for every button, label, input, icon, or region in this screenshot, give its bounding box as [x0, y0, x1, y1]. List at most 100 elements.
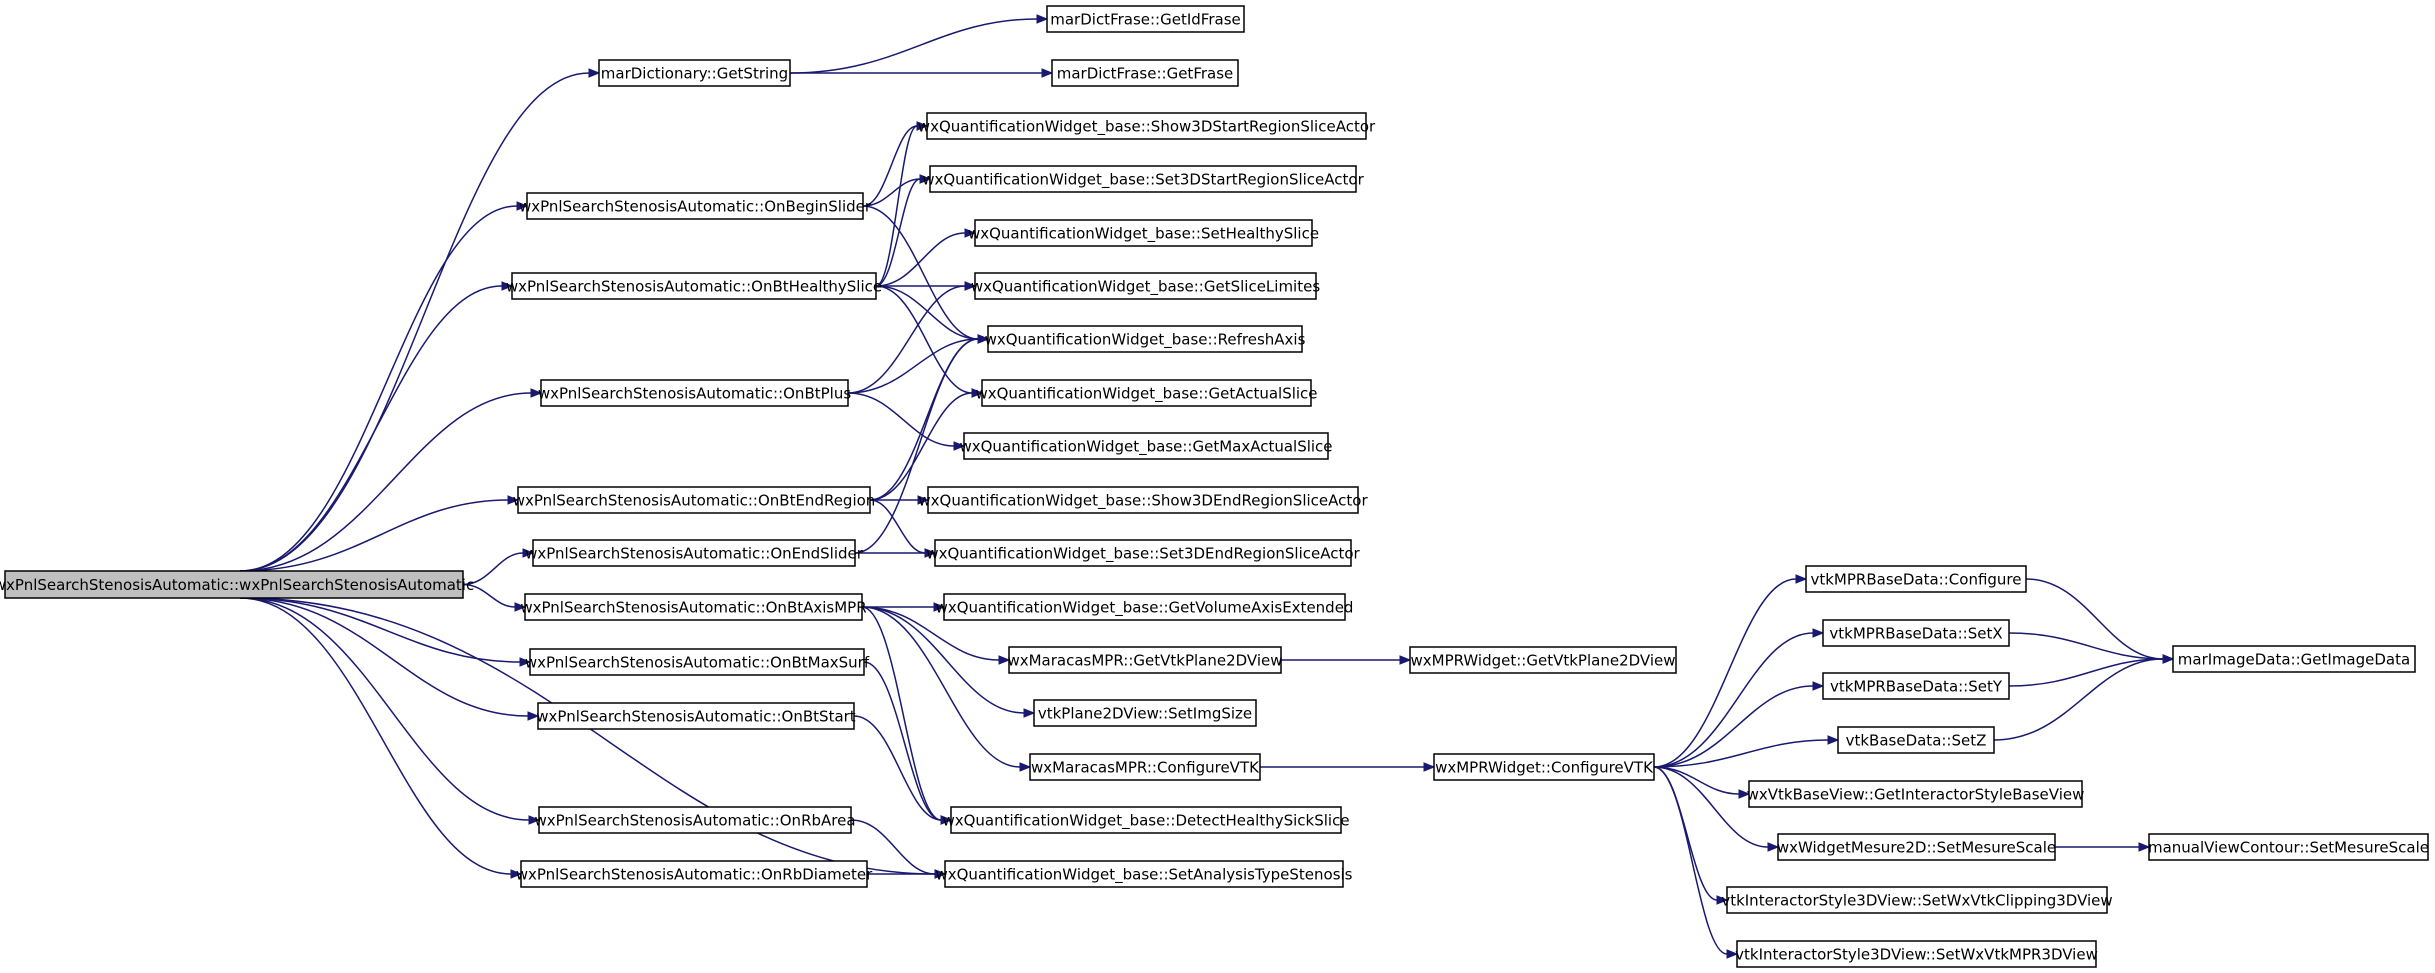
edge-mprconfigurevtk-to-mprsetx: [1653, 628, 1825, 768]
node-show3dend[interactable]: wxQuantificationWidget_base::Show3DEndRe…: [918, 486, 1368, 514]
node-box: [532, 539, 856, 567]
node-mprconfigurevtk[interactable]: wxMPRWidget::ConfigureVTK: [1433, 753, 1655, 781]
edge-setmesurescale-to-manualsetmesure: [2055, 842, 2151, 852]
node-refreshaxis[interactable]: wxQuantificationWidget_base::RefreshAxis: [985, 325, 1306, 353]
node-box: [511, 272, 877, 300]
edge-root-to-onbtaxismpr: [462, 583, 527, 612]
node-mprsety[interactable]: vtkMPRBaseData::SetY: [1822, 672, 2010, 700]
node-label: wxQuantificationWidget_base::RefreshAxis: [985, 331, 1306, 350]
edge-mprconfigure-to-getimagedata: [2025, 578, 2175, 664]
node-onbtmaxsurf[interactable]: wxPnlSearchStenosisAutomatic::OnBtMaxSur…: [525, 648, 870, 676]
node-getvolumeaxis[interactable]: wxQuantificationWidget_base::GetVolumeAx…: [936, 593, 1354, 621]
node-box: [1736, 940, 2097, 968]
node-box: [1008, 646, 1282, 674]
node-getfrase[interactable]: marDictFrase::GetFrase: [1051, 59, 1239, 87]
edge-root-to-onbtmaxsurf: [239, 597, 532, 667]
edge-root-to-onrbarea: [239, 597, 541, 825]
node-label: vtkBaseData::SetZ: [1846, 732, 1987, 750]
node-onrbarea[interactable]: wxPnlSearchStenosisAutomatic::OnRbArea: [534, 806, 856, 834]
node-onbthealthy[interactable]: wxPnlSearchStenosisAutomatic::OnBtHealth…: [506, 272, 882, 300]
node-box: [1777, 833, 2056, 861]
node-sethealthy[interactable]: wxQuantificationWidget_base::SetHealthyS…: [968, 219, 1319, 247]
node-set3dend[interactable]: wxQuantificationWidget_base::Set3DEndReg…: [926, 539, 1361, 567]
node-show3dstart[interactable]: wxQuantificationWidget_base::Show3DStart…: [918, 112, 1376, 140]
node-box: [540, 379, 849, 407]
node-label: wxMaracasMPR::GetVtkPlane2DView: [1007, 652, 1282, 670]
node-setmpr3d[interactable]: vtkInteractorStyle3DView::SetWxVtkMPR3DV…: [1735, 940, 2098, 968]
edge-getstring-to-getfrase: [790, 68, 1054, 78]
edge-onbtmaxsurf-to-detecthealthy: [863, 661, 953, 825]
node-manualsetmesure[interactable]: manualViewContour::SetMesureScale: [2148, 833, 2429, 861]
node-basesetz[interactable]: vtkBaseData::SetZ: [1837, 726, 1995, 754]
node-box: [2172, 645, 2416, 673]
node-getinteractor[interactable]: wxVtkBaseView::GetInteractorStyleBaseVie…: [1747, 780, 2085, 808]
node-onbtendregion[interactable]: wxPnlSearchStenosisAutomatic::OnBtEndReg…: [513, 486, 876, 514]
node-box: [963, 432, 1329, 460]
node-label: marImageData::GetImageData: [2178, 651, 2410, 669]
node-mprconfigure[interactable]: vtkMPRBaseData::Configure: [1805, 565, 2027, 593]
edge-onbthealthy-to-sethealthy: [875, 228, 977, 287]
node-label: wxQuantificationWidget_base::GetSliceLim…: [971, 278, 1320, 297]
node-label: wxPnlSearchStenosisAutomatic::OnBtMaxSur…: [525, 654, 870, 672]
edge-basesetz-to-getimagedata: [1993, 654, 2175, 741]
node-getimagedata[interactable]: marImageData::GetImageData: [2172, 645, 2416, 673]
edge-root-to-onbthealthy: [239, 281, 514, 572]
node-box: [524, 593, 863, 621]
node-label: marDictionary::GetString: [601, 65, 788, 83]
node-setmesurescale[interactable]: wxWidgetMesure2D::SetMesureScale: [1777, 833, 2056, 861]
node-box: [4, 570, 464, 599]
node-label: wxPnlSearchStenosisAutomatic::OnRbArea: [534, 812, 855, 830]
node-onbeginslider[interactable]: wxPnlSearchStenosisAutomatic::OnBeginSli…: [519, 192, 872, 220]
node-setclipping[interactable]: vtkInteractorStyle3DView::SetWxVtkClippi…: [1721, 886, 2113, 914]
edge-root-to-onendslider: [462, 548, 535, 586]
node-getactualslice[interactable]: wxQuantificationWidget_base::GetActualSl…: [975, 379, 1318, 407]
node-setanalysis[interactable]: wxQuantificationWidget_base::SetAnalysis…: [935, 860, 1353, 888]
node-mprgetvtkplane2d[interactable]: wxMPRWidget::GetVtkPlane2DView: [1409, 646, 1677, 674]
node-mprsetx[interactable]: vtkMPRBaseData::SetX: [1822, 619, 2010, 647]
edge-root-to-setanalysis: [239, 597, 947, 879]
node-root[interactable]: wxPnlSearchStenosisAutomatic::wxPnlSearc…: [0, 570, 474, 599]
edge-onendslider-to-refreshaxis: [854, 334, 990, 554]
node-onendslider[interactable]: wxPnlSearchStenosisAutomatic::OnEndSlide…: [525, 539, 864, 567]
node-getslicelimites[interactable]: wxQuantificationWidget_base::GetSliceLim…: [971, 272, 1320, 300]
node-getvtkplane2d[interactable]: wxMaracasMPR::GetVtkPlane2DView: [1007, 646, 1283, 674]
node-box: [974, 219, 1313, 247]
node-box: [950, 806, 1342, 834]
node-box: [1046, 5, 1245, 33]
node-label: wxMPRWidget::ConfigureVTK: [1435, 759, 1654, 777]
node-label: vtkInteractorStyle3DView::SetWxVtkMPR3DV…: [1735, 946, 2098, 964]
node-label: wxWidgetMesure2D::SetMesureScale: [1777, 839, 2056, 857]
edge-root-to-onbtplus: [239, 388, 543, 572]
node-label: marDictFrase::GetIdFrase: [1050, 11, 1240, 29]
node-getidfrase[interactable]: marDictFrase::GetIdFrase: [1046, 5, 1245, 33]
edge-onendslider-to-set3dend: [855, 548, 937, 558]
edge-getvtkplane2d-to-mprgetvtkplane2d: [1281, 655, 1412, 665]
node-label: vtkMPRBaseData::SetX: [1829, 625, 2002, 643]
node-getstring[interactable]: marDictionary::GetString: [598, 59, 791, 87]
node-box: [974, 272, 1317, 300]
node-box: [943, 593, 1346, 621]
node-box: [981, 379, 1312, 407]
node-onbtstart[interactable]: wxPnlSearchStenosisAutomatic::OnBtStart: [536, 702, 856, 730]
node-configurevtk[interactable]: wxMaracasMPR::ConfigureVTK: [1029, 753, 1261, 781]
node-label: vtkInteractorStyle3DView::SetWxVtkClippi…: [1721, 892, 2112, 910]
edge-configurevtk-to-mprconfigurevtk: [1259, 762, 1436, 772]
node-box: [1051, 59, 1239, 87]
node-setimgsize[interactable]: vtkPlane2DView::SetImgSize: [1033, 699, 1257, 727]
edge-mprconfigurevtk-to-setclipping: [1653, 766, 1729, 905]
node-label: marDictFrase::GetFrase: [1057, 65, 1234, 83]
node-box: [1029, 753, 1261, 781]
node-label: wxQuantificationWidget_base::GetVolumeAx…: [936, 599, 1354, 618]
node-detecthealthy[interactable]: wxQuantificationWidget_base::DetectHealt…: [942, 806, 1350, 834]
node-box: [927, 486, 1359, 514]
node-set3dstart[interactable]: wxQuantificationWidget_base::Set3DStartR…: [922, 165, 1365, 193]
node-onrbdiameter[interactable]: wxPnlSearchStenosisAutomatic::OnRbDiamet…: [516, 860, 873, 888]
edge-getstring-to-getidfrase: [789, 14, 1049, 74]
node-onbtaxismpr[interactable]: wxPnlSearchStenosisAutomatic::OnBtAxisMP…: [520, 593, 867, 621]
node-onbtplus[interactable]: wxPnlSearchStenosisAutomatic::OnBtPlus: [538, 379, 851, 407]
node-label: wxPnlSearchStenosisAutomatic::OnBtPlus: [538, 385, 851, 403]
node-getmaxactual[interactable]: wxQuantificationWidget_base::GetMaxActua…: [959, 432, 1333, 460]
node-label: wxQuantificationWidget_base::DetectHealt…: [942, 812, 1349, 831]
node-label: wxQuantificationWidget_base::Set3DEndReg…: [926, 545, 1360, 564]
node-label: wxPnlSearchStenosisAutomatic::OnBtStart: [536, 708, 856, 726]
